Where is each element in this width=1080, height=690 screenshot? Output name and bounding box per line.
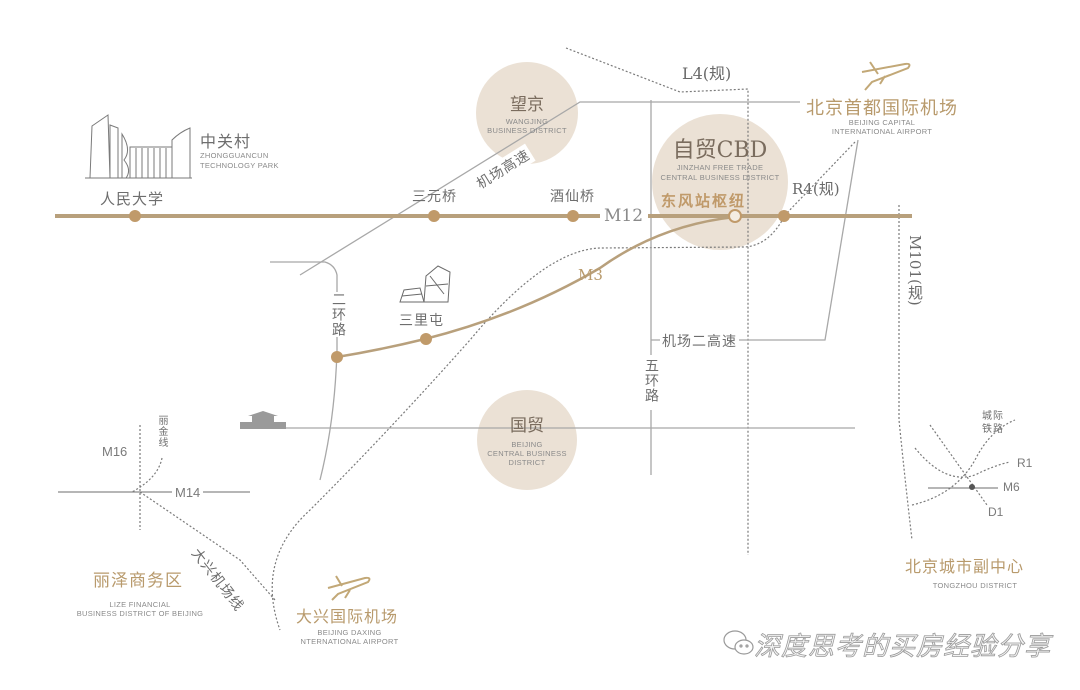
wangjing-en-1: WANGJING [505,117,549,126]
building-skyline-icon [85,114,192,179]
line-label-m14: M14 [172,485,204,500]
tongzhou-label: 北京城市副中心 [905,557,1025,576]
capital-airport-label: 北京首都国际机场 [806,98,958,119]
wechat-icon [723,630,754,655]
line-label-m16: M16 [102,444,128,459]
station-sanyuanqiao[interactable] [428,210,440,222]
lize-en-1: LIZE FINANCIAL [109,600,171,609]
cbd-label: 自贸CBD [672,138,768,163]
line-label-l4: L4(规) [682,64,732,83]
road-label-fifth-ring: 五环路 [641,358,661,403]
gate-tower-icon [240,411,286,429]
station-jiuxianqiao[interactable] [567,210,579,222]
daxing-airport-label: 大兴国际机场 [296,607,399,626]
lize-en-2: BUSINESS DISTRICT OF BEIJING [76,609,204,618]
station-r4-interchange[interactable] [778,210,790,222]
road-label-second-ring: 二环路 [328,292,348,337]
station-m3-west[interactable] [331,351,343,363]
tongzhou-interchange [969,484,975,490]
daxing-airport-line [139,491,276,601]
line-label-lijin: 丽金线 [156,415,167,448]
watermark-text: 深度思考的买房经验分享 [754,632,1052,663]
airplane-icon-daxing [327,575,371,601]
line-label-r1: R1 [1017,456,1033,470]
daxing-airport-en-1: BEIJING DAXING [317,628,382,637]
line-label-r4: R4(规) [792,180,840,198]
zhongguancun-en-2: TECHNOLOGY PARK [200,161,279,170]
station-label-renmin-daxue: 人民大学 [100,190,165,208]
guomao-en-2: CENTRAL BUSINESS [487,449,567,458]
sanlitun-label: 三里屯 [399,313,444,329]
m3-line [336,215,736,359]
wangjing-label: 望京 [510,95,544,115]
line-label-m3: M3 [578,266,603,284]
d1-line [929,424,988,506]
zhongguancun-en-1: ZHONGGUANCUN [200,151,269,160]
watermark: 深度思考的买房经验分享 [722,626,1051,663]
road-label-airport-second-expressway: 机场二高速 [660,331,739,351]
capital-airport-en-2: INTERNATIONAL AIRPORT [831,127,933,136]
m101-line [898,205,913,541]
building-cluster-icon [399,265,451,303]
capital-airport-en-1: BEIJING CAPITAL [848,118,916,127]
second-ring-road [270,261,338,481]
guomao-label: 国贸 [510,416,544,436]
l4-line [565,47,749,555]
station-renmin-daxue[interactable] [129,210,141,222]
line-label-m12: M12 [602,206,646,226]
station-label-sanyuanqiao: 三元桥 [412,189,457,205]
line-label-m6: M6 [1003,480,1020,494]
r1-line [914,447,1011,478]
station-sanlitun[interactable] [420,333,432,345]
guomao-en-3: DISTRICT [508,458,546,467]
daxing-airport-en-2: NTERNATIONAL AIRPORT [300,637,399,646]
zhongguancun-label: 中关村 [200,132,252,151]
lijin-line [131,457,163,493]
wangjing-en-2: BUSINESS DISTRICT [487,126,567,135]
wangjing-circle [476,62,578,164]
r4-line [271,141,856,631]
tongzhou-en-1: TONGZHOU DISTRICT [932,581,1018,590]
station-dongfeng-hub[interactable] [728,209,742,223]
guomao-circle [477,390,577,490]
guomao-en-1: BEIJING [511,440,543,449]
airplane-icon [861,61,911,91]
lize-label: 丽泽商务区 [93,571,183,591]
station-label-jiuxianqiao: 酒仙桥 [550,189,595,205]
line-label-m101: M101(规) [906,235,924,306]
dongfeng-hub-label: 东风站枢纽 [661,192,747,210]
cbd-en-2: CENTRAL BUSINESS DISTRICT [660,173,780,182]
cbd-en-1: JINZHAN FREE TRADE [676,163,764,172]
line-label-d1: D1 [988,505,1004,519]
line-label-intercity-rail: 城际铁路 [982,411,1004,435]
